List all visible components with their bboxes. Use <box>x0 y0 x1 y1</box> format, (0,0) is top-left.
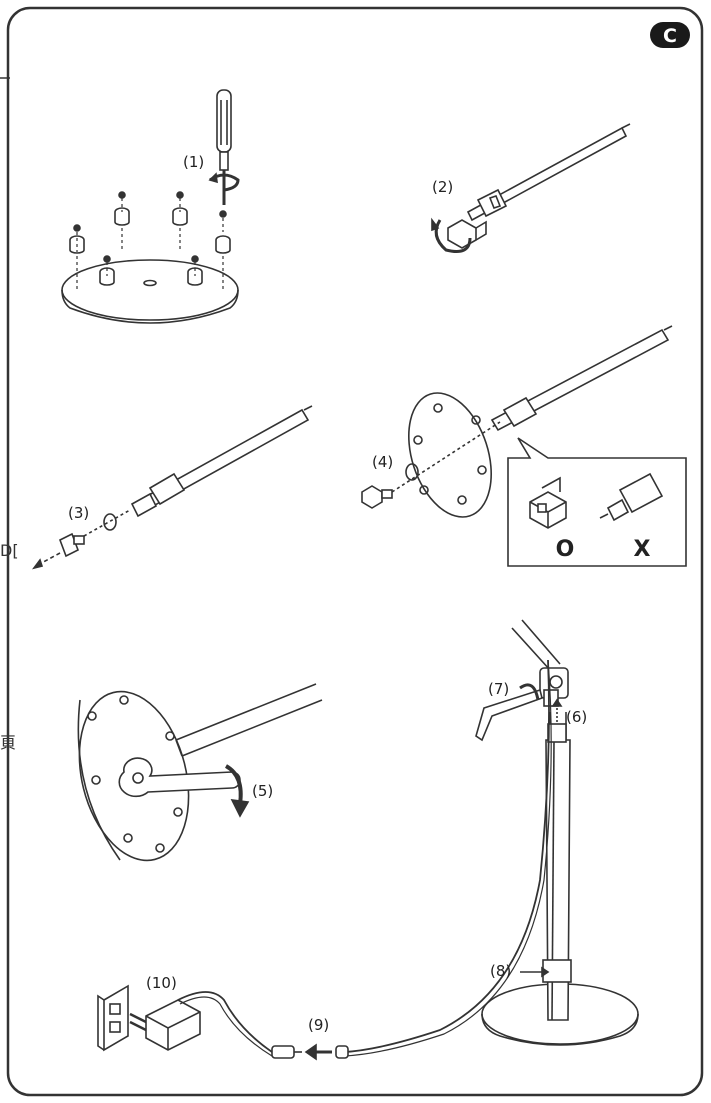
step-2-label: (2) <box>432 178 453 196</box>
power-cable <box>343 659 552 1057</box>
step-8-label: (8) <box>490 962 511 980</box>
screw-guide-lines <box>76 198 224 290</box>
base-feet <box>99 267 203 286</box>
wall-outlet-icon <box>97 984 129 1052</box>
bolt-icon <box>361 485 393 509</box>
power-adapter-icon <box>129 999 201 1051</box>
step-5-label: (5) <box>252 782 273 800</box>
step-2-pole-nut <box>431 123 631 253</box>
section-badge: C <box>650 22 690 48</box>
rotate-arrow-icon <box>519 683 540 701</box>
direction-arrow-icon <box>304 1043 332 1061</box>
wrench-icon <box>118 757 241 798</box>
stand-pole <box>542 712 572 1021</box>
step-1-base-feet <box>61 89 240 324</box>
step-3-label: (3) <box>68 504 89 522</box>
rotate-arrow-icon <box>224 764 250 818</box>
guide-line <box>83 509 131 537</box>
nut-icon <box>447 219 487 249</box>
step-10-label: (10) <box>146 974 177 992</box>
adapter-cable <box>177 991 273 1057</box>
step-4-plate-bolt <box>361 325 687 567</box>
rotate-arrow-icon <box>431 217 472 253</box>
incorrect-connector-icon <box>599 472 664 522</box>
step-5-wrench <box>77 683 323 862</box>
step-1-label: (1) <box>183 153 204 171</box>
rotate-arrow-icon <box>208 172 240 192</box>
correct-mark: O <box>556 537 575 562</box>
correct-connector-icon <box>529 476 567 529</box>
male-plug <box>271 1045 302 1059</box>
washer-icon <box>103 513 117 531</box>
svg-text:C: C <box>663 25 677 47</box>
step-3-pole-bolt <box>32 405 313 570</box>
step-9-plug <box>271 1043 349 1061</box>
screws <box>73 191 227 263</box>
step-4-label: (4) <box>372 453 393 471</box>
floating-feet <box>69 207 231 254</box>
step-10-adapter <box>97 984 273 1057</box>
margin-fragment-1: D[ <box>0 541 19 560</box>
lamp-arm <box>511 619 569 707</box>
step-9-label: (9) <box>308 1016 329 1034</box>
incorrect-mark: X <box>634 537 651 562</box>
washer-icon <box>405 463 419 481</box>
step-6-label: (6) <box>566 708 587 726</box>
margin-fragment-2: 頁 <box>0 733 16 752</box>
detail-callout <box>507 437 687 567</box>
female-plug <box>335 1045 349 1059</box>
allen-key-icon <box>475 688 543 742</box>
stand-assembly <box>343 619 639 1057</box>
bolt-icon <box>58 532 85 558</box>
page-frame <box>6 6 704 1097</box>
step-7-label: (7) <box>488 680 509 698</box>
